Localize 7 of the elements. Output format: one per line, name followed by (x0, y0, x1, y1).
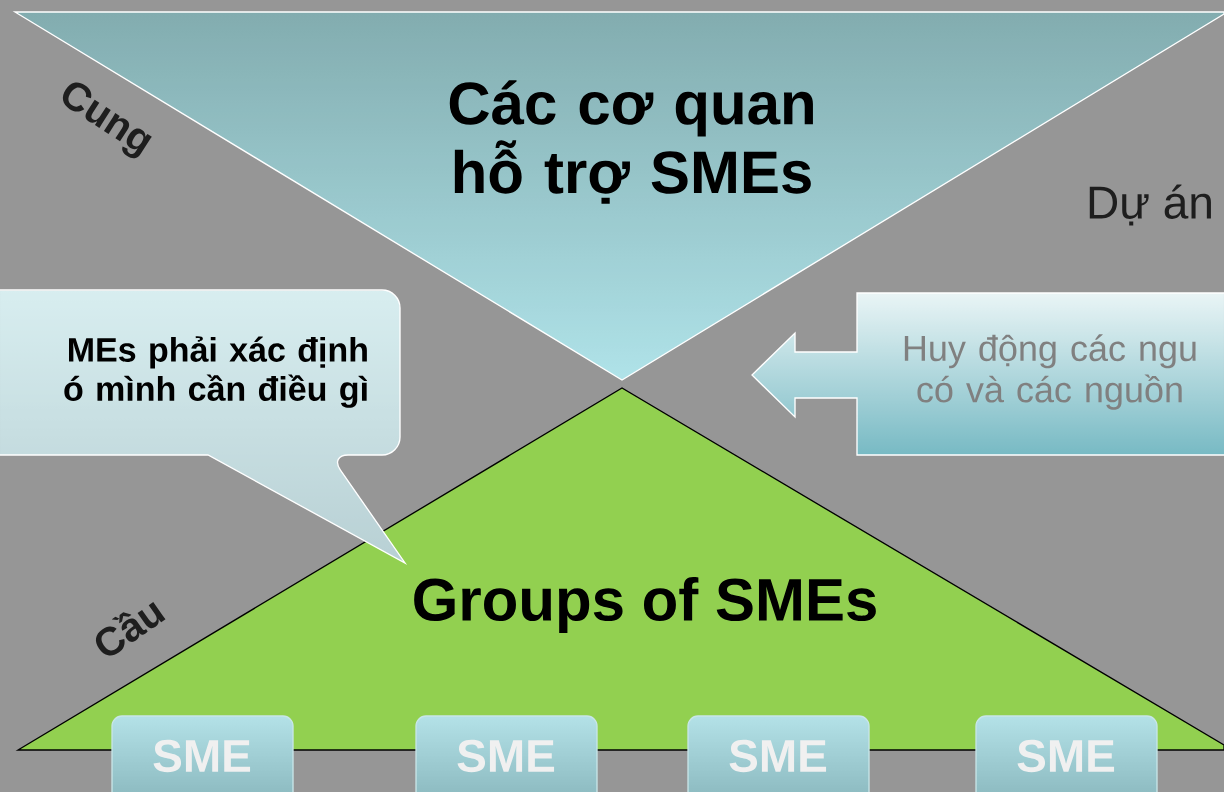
sme-box: SME (415, 715, 598, 792)
sme-box: SME (975, 715, 1158, 792)
sme-box: SME (687, 715, 870, 792)
side-label: Cầu (95, 602, 166, 656)
sme-box: SME (111, 715, 294, 792)
speech-bubble: MEs phải xác định ó mình cần điều gì (0, 289, 406, 564)
side-label: Dự án (1089, 184, 1211, 226)
